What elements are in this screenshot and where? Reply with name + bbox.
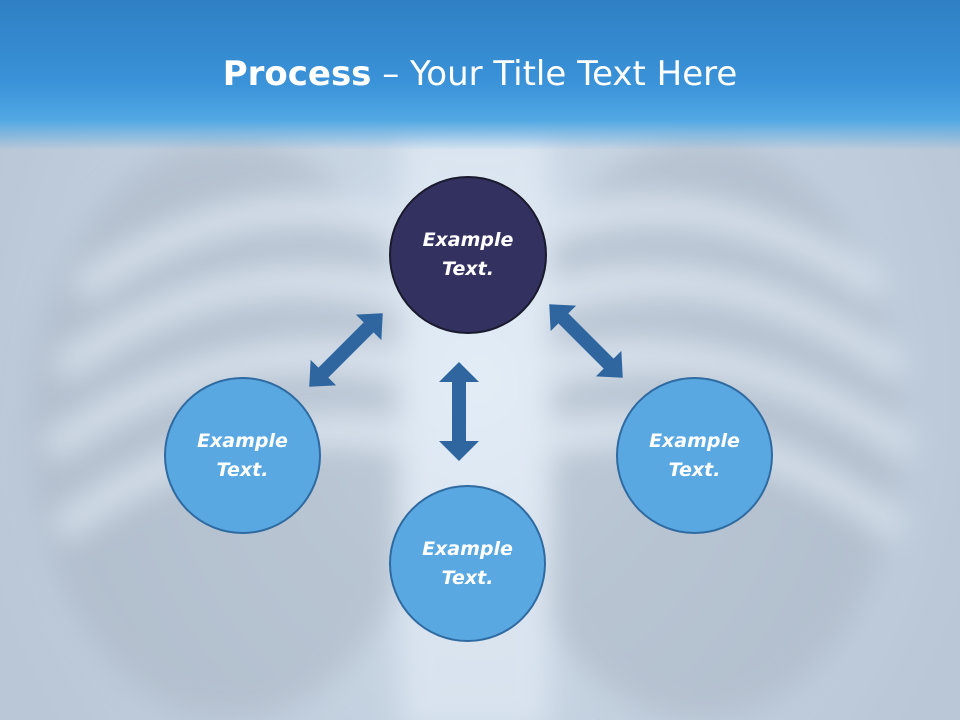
node-label-line2: Text. bbox=[668, 458, 721, 481]
node-label-line1: Example bbox=[422, 229, 514, 251]
node-label-line1: Example bbox=[197, 429, 288, 452]
node-label-line2: Text. bbox=[442, 258, 494, 280]
double-arrow-icon bbox=[309, 313, 383, 387]
double-arrow-icon bbox=[439, 362, 479, 461]
title-band bbox=[0, 0, 960, 150]
title-bold: Process bbox=[222, 54, 372, 94]
node-label-line1: Example bbox=[422, 537, 513, 560]
slide-title: Process – Your Title Text Here bbox=[0, 54, 960, 94]
node-label-line2: Text. bbox=[216, 458, 269, 481]
node-label-line1: Example bbox=[649, 429, 740, 452]
node-label-line2: Text. bbox=[441, 566, 494, 589]
title-rest: – Your Title Text Here bbox=[371, 54, 738, 94]
double-arrow-icon bbox=[549, 304, 623, 378]
